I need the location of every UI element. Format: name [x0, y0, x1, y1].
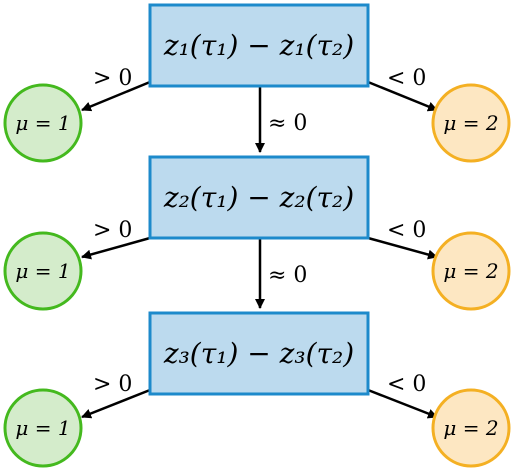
condition-expression-1: z₁(τ₁) − z₁(τ₂) [163, 29, 354, 62]
outcome-circle-left-3 [3, 388, 83, 468]
outcome-circle-left-1 [3, 83, 83, 163]
arrow-right-2 [367, 236, 438, 260]
level-3: z₃(τ₁) − z₃(τ₂) > 0 < 0 μ = 1 μ = 2 [3, 311, 511, 468]
outcome-label-right-3: μ = 2 [443, 416, 498, 440]
edge-label-left-1: > 0 [93, 66, 132, 91]
outcome-label-left-2: μ = 1 [15, 259, 70, 283]
condition-box-3 [148, 311, 370, 396]
condition-box-1 [148, 3, 370, 88]
condition-expression-2: z₂(τ₁) − z₂(τ₂) [163, 181, 354, 214]
edge-label-left-2: > 0 [93, 218, 132, 243]
arrow-left-1 [81, 80, 151, 112]
edge-label-right-3: < 0 [387, 372, 426, 397]
arrow-right-1 [367, 80, 438, 112]
edge-label-right-2: < 0 [387, 218, 426, 243]
outcome-circle-right-2 [431, 231, 511, 311]
condition-box-2 [148, 155, 370, 240]
edge-label-left-3: > 0 [93, 372, 132, 397]
outcome-label-right-2: μ = 2 [443, 259, 498, 283]
outcome-circle-right-1 [431, 83, 511, 163]
outcome-label-right-1: μ = 2 [443, 111, 498, 135]
arrow-left-2 [81, 236, 151, 260]
condition-expression-3: z₃(τ₁) − z₃(τ₂) [163, 337, 354, 370]
outcome-label-left-1: μ = 1 [15, 111, 70, 135]
outcome-label-left-3: μ = 1 [15, 416, 70, 440]
outcome-circle-right-3 [431, 388, 511, 468]
arrow-right-3 [367, 388, 438, 419]
level-2: z₂(τ₁) − z₂(τ₂) > 0 < 0 ≈ 0 μ = 1 μ = 2 [3, 155, 511, 311]
level-1: z₁(τ₁) − z₁(τ₂) > 0 < 0 ≈ 0 μ = 1 μ = 2 [3, 3, 511, 163]
edge-label-down-2: ≈ 0 [268, 263, 307, 288]
edge-label-right-1: < 0 [387, 66, 426, 91]
arrow-left-3 [81, 388, 151, 419]
outcome-circle-left-2 [3, 231, 83, 311]
edge-label-down-1: ≈ 0 [268, 111, 307, 136]
